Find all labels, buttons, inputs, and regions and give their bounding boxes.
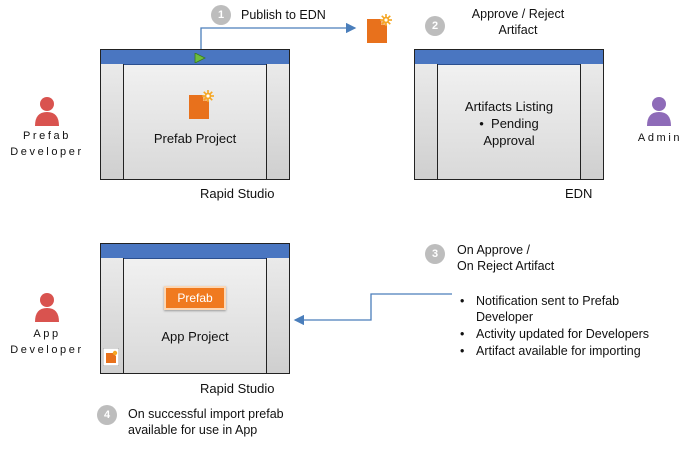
step-4-badge: 4 — [97, 405, 117, 425]
prefab-project-label: Prefab Project — [153, 131, 237, 146]
notification-list: Notification sent to Prefab Developer Ac… — [458, 293, 694, 360]
window-right-pane — [266, 64, 289, 179]
actor-app-developer: App Developer — [10, 328, 84, 356]
publish-arrow — [200, 22, 357, 50]
prefab-badge[interactable]: Prefab — [164, 286, 226, 310]
step-3-label: On Approve / On Reject Artifact — [457, 243, 555, 273]
app-studio-window: Prefab App Project — [100, 243, 290, 374]
artifacts-listing: Artifacts Listing • Pending Approval — [464, 99, 554, 148]
window-left-pane — [101, 64, 124, 179]
step-1-badge: 1 — [211, 5, 231, 25]
step-3-badge: 3 — [425, 244, 445, 264]
window-right-pane — [580, 64, 603, 179]
step-2-badge: 2 — [425, 16, 445, 36]
window-titlebar — [415, 50, 603, 65]
window-left-pane — [101, 258, 124, 373]
step-2-label: Approve / Reject Artifact — [471, 7, 565, 37]
window-titlebar — [101, 244, 289, 259]
list-item: Notification sent to Prefab — [458, 293, 694, 309]
play-icon — [194, 53, 206, 63]
notify-arrow — [293, 293, 452, 326]
actor-prefab-developer: Prefab Developer — [10, 130, 84, 158]
edn-caption: EDN — [565, 186, 593, 201]
prefab-artifact-icon — [367, 14, 392, 43]
step-1-label: Publish to EDN — [241, 8, 326, 22]
prefab-artifact-icon — [189, 90, 214, 119]
prefab-studio-window: Prefab Project — [100, 49, 290, 180]
window-left-pane — [415, 64, 438, 179]
window-right-pane — [266, 258, 289, 373]
person-icon — [647, 97, 671, 126]
actor-admin: Admin — [637, 132, 683, 144]
edn-window: Artifacts Listing • Pending Approval — [414, 49, 604, 180]
person-icon — [35, 293, 59, 322]
list-item: Activity updated for Developers — [458, 326, 694, 342]
step-4-label: On successful import prefab available fo… — [128, 407, 284, 437]
app-project-label: App Project — [161, 329, 229, 344]
list-item: Artifact available for importing — [458, 343, 694, 359]
prefab-studio-caption: Rapid Studio — [200, 186, 275, 201]
person-icon — [35, 97, 59, 126]
app-studio-caption: Rapid Studio — [200, 381, 275, 396]
list-item: Developer — [476, 310, 533, 324]
small-prefab-icon[interactable] — [103, 348, 119, 366]
